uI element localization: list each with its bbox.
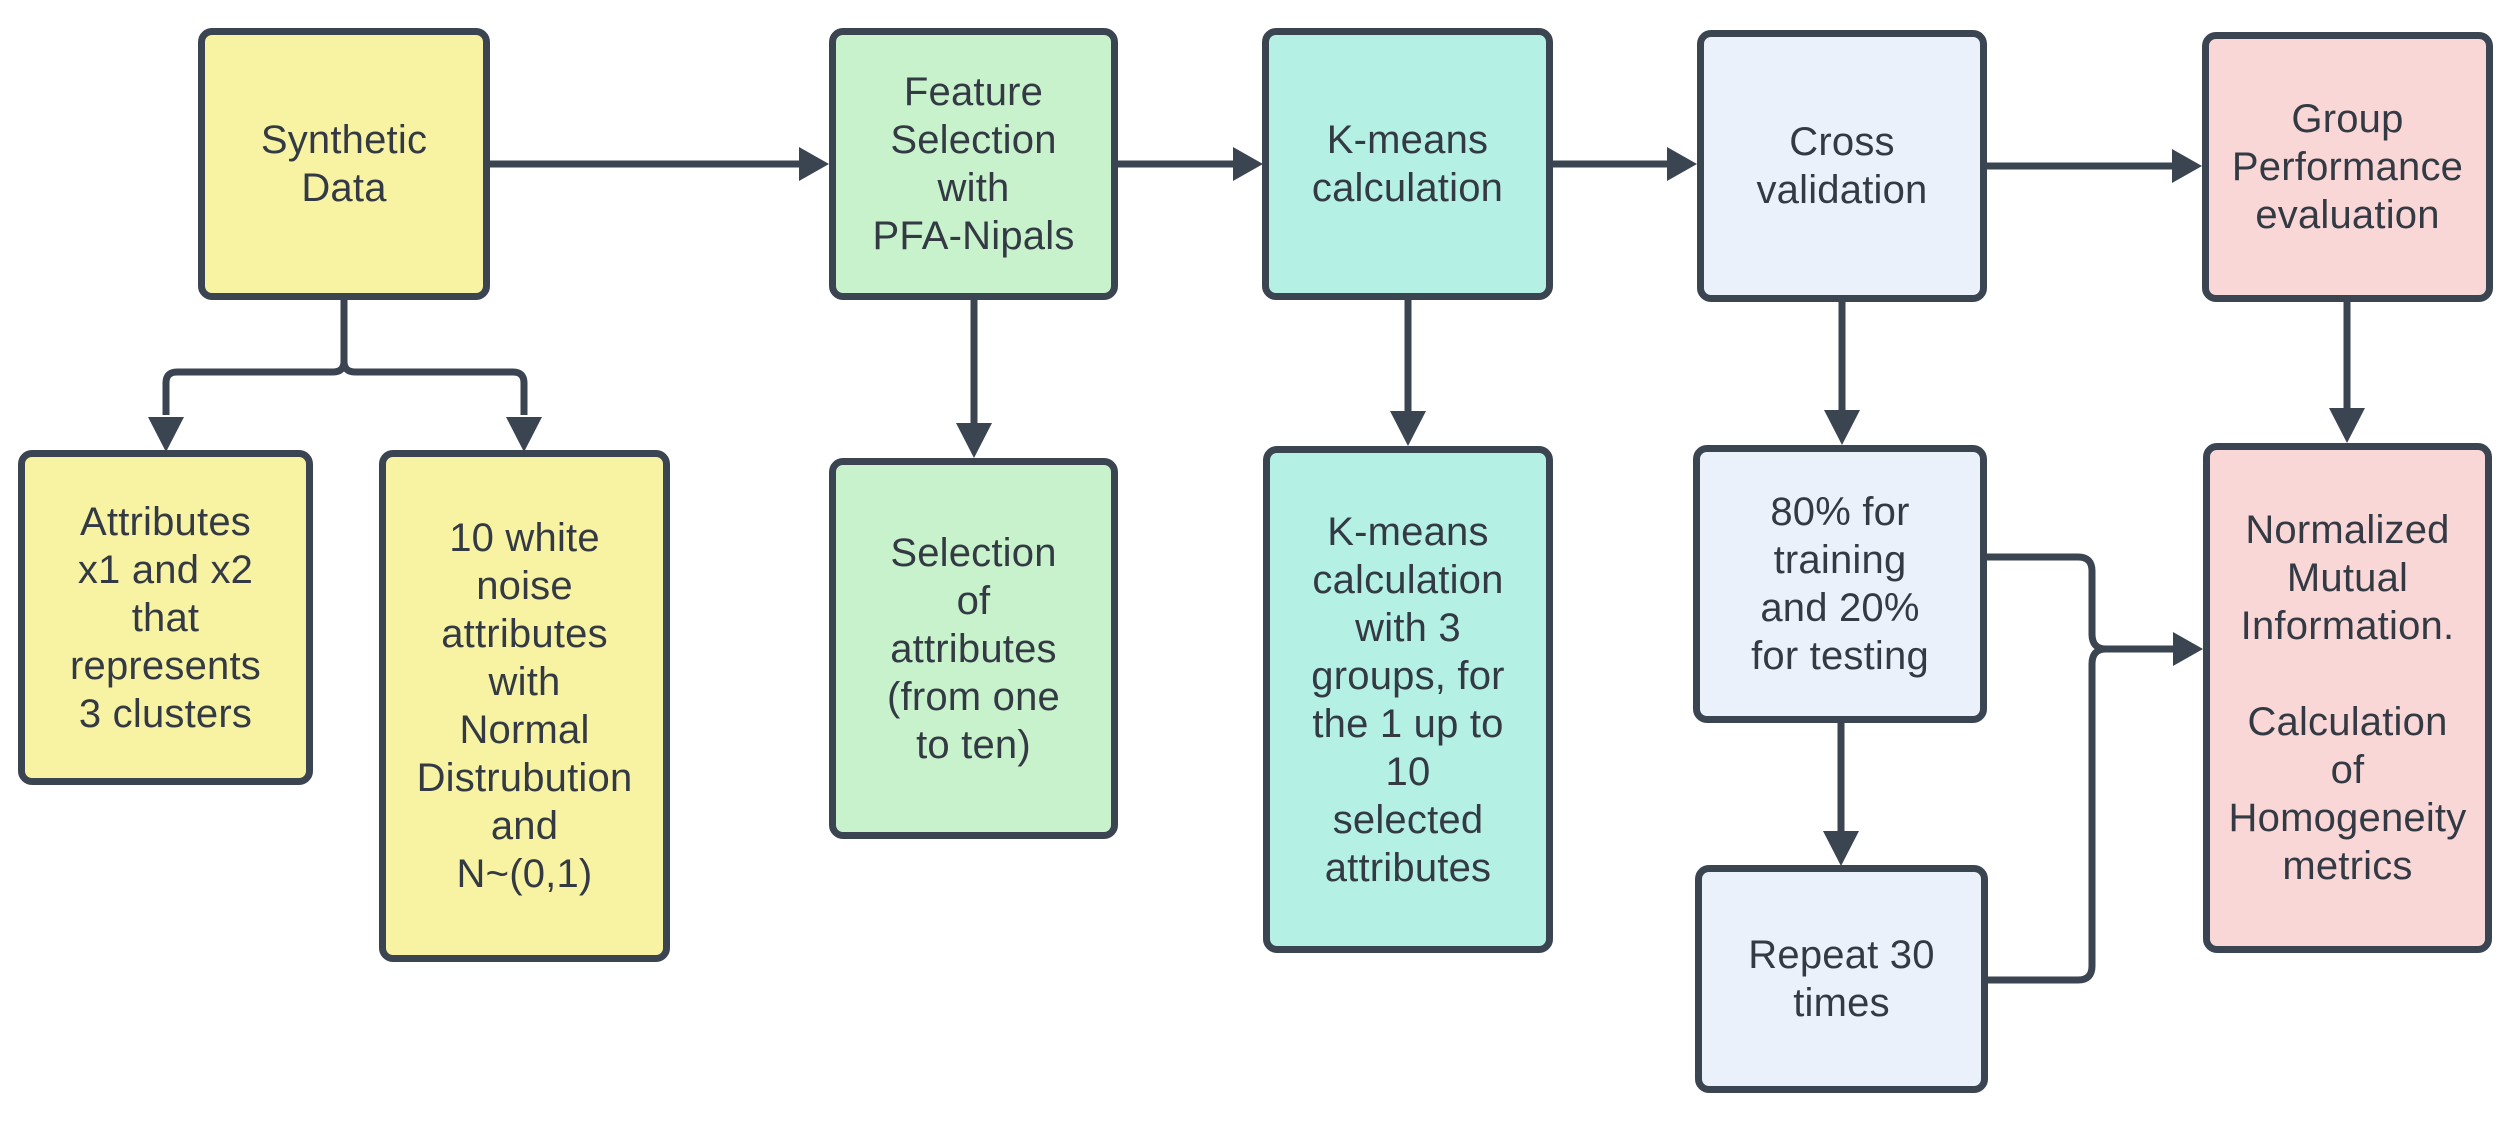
- edge-synthetic-to-whitenoise: [340, 300, 542, 452]
- node-feature-selection-label: Feature Selection with PFA-Nipals: [872, 70, 1075, 258]
- node-nmi-homogeneity-label: Normalized Mutual Information. Calculati…: [2228, 508, 2467, 888]
- edge-merge-arrow: [2106, 632, 2203, 666]
- node-attributes-clusters-label: Attributes x1 and x2 that represents 3 c…: [70, 499, 261, 736]
- node-repeat-30-times: Repeat 30 times: [1695, 865, 1988, 1093]
- node-attributes-clusters: Attributes x1 and x2 that represents 3 c…: [18, 450, 313, 785]
- node-repeat-30-times-label: Repeat 30 times: [1748, 933, 1935, 1025]
- node-kmeans-detail: K-means calculation with 3 groups, for t…: [1263, 446, 1553, 953]
- edge-group-to-nmi: [2329, 302, 2365, 443]
- node-group-performance-label: Group Performance evaluation: [2231, 97, 2464, 237]
- node-white-noise-label: 10 white noise attributes with Normal Di…: [416, 516, 633, 896]
- edge-synthetic-to-feature: [490, 147, 829, 181]
- edge-feature-to-kmeans: [1118, 147, 1263, 181]
- edge-kmeans-to-detail: [1390, 300, 1426, 446]
- node-nmi-homogeneity: Normalized Mutual Information. Calculati…: [2203, 443, 2492, 953]
- node-synthetic-data: Synthetic Data: [198, 28, 490, 300]
- edge-kmeans-to-cross: [1553, 147, 1697, 181]
- node-group-performance: Group Performance evaluation: [2202, 32, 2493, 302]
- node-selection-attributes-label: Selection of attributes (from one to ten…: [887, 530, 1060, 767]
- node-train-test-split-label: 80% for training and 20% for testing: [1751, 490, 1929, 678]
- node-cross-validation: Cross validation: [1697, 30, 1987, 302]
- edge-synthetic-to-attributes: [148, 300, 348, 452]
- edge-split-to-nmi: [1987, 553, 2107, 653]
- node-kmeans-detail-label: K-means calculation with 3 groups, for t…: [1311, 509, 1505, 890]
- edge-feature-to-selection: [956, 300, 992, 458]
- node-train-test-split: 80% for training and 20% for testing: [1693, 445, 1987, 723]
- edge-cross-to-group: [1987, 149, 2202, 183]
- node-cross-validation-label: Cross validation: [1756, 120, 1928, 212]
- node-kmeans-calculation-label: K-means calculation: [1311, 118, 1504, 210]
- node-feature-selection: Feature Selection with PFA-Nipals: [829, 28, 1118, 300]
- node-synthetic-data-label: Synthetic Data: [260, 118, 428, 210]
- node-white-noise: 10 white noise attributes with Normal Di…: [379, 450, 670, 962]
- node-selection-attributes: Selection of attributes (from one to ten…: [829, 458, 1118, 839]
- edge-repeat-to-nmi: [1988, 645, 2107, 984]
- node-kmeans-calculation: K-means calculation: [1262, 28, 1553, 300]
- edge-cross-to-split: [1824, 302, 1860, 445]
- edge-split-to-repeat: [1823, 723, 1859, 866]
